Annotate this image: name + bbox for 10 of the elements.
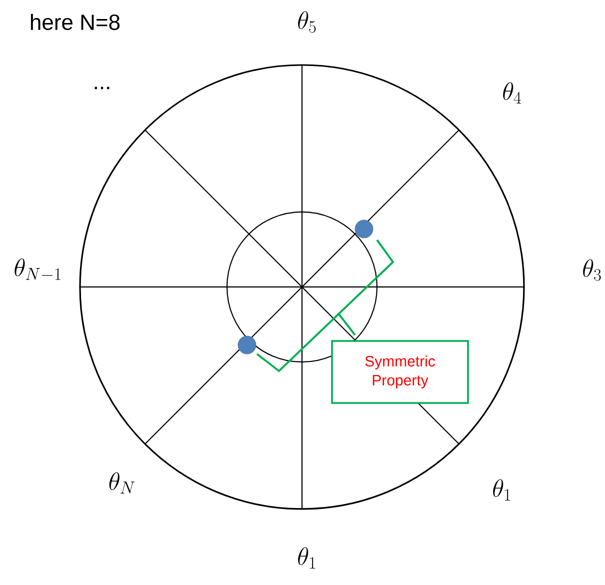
- angle-label: $\theta_N$: [109, 472, 135, 494]
- angle-label: $\theta_4$: [503, 82, 522, 104]
- text-box: Symmetric Property: [331, 340, 469, 404]
- angle-label: $\theta_1$: [493, 479, 510, 500]
- ellipsis: ...: [94, 86, 110, 90]
- angle-label: $\theta_{N-1}$: [14, 258, 60, 280]
- angle-label: $\theta_1$: [298, 547, 316, 568]
- angle-label: $\theta_3$: [583, 259, 601, 281]
- angle-label: $\theta_5$: [298, 11, 316, 33]
- note-text: here N=8: [30, 14, 120, 30]
